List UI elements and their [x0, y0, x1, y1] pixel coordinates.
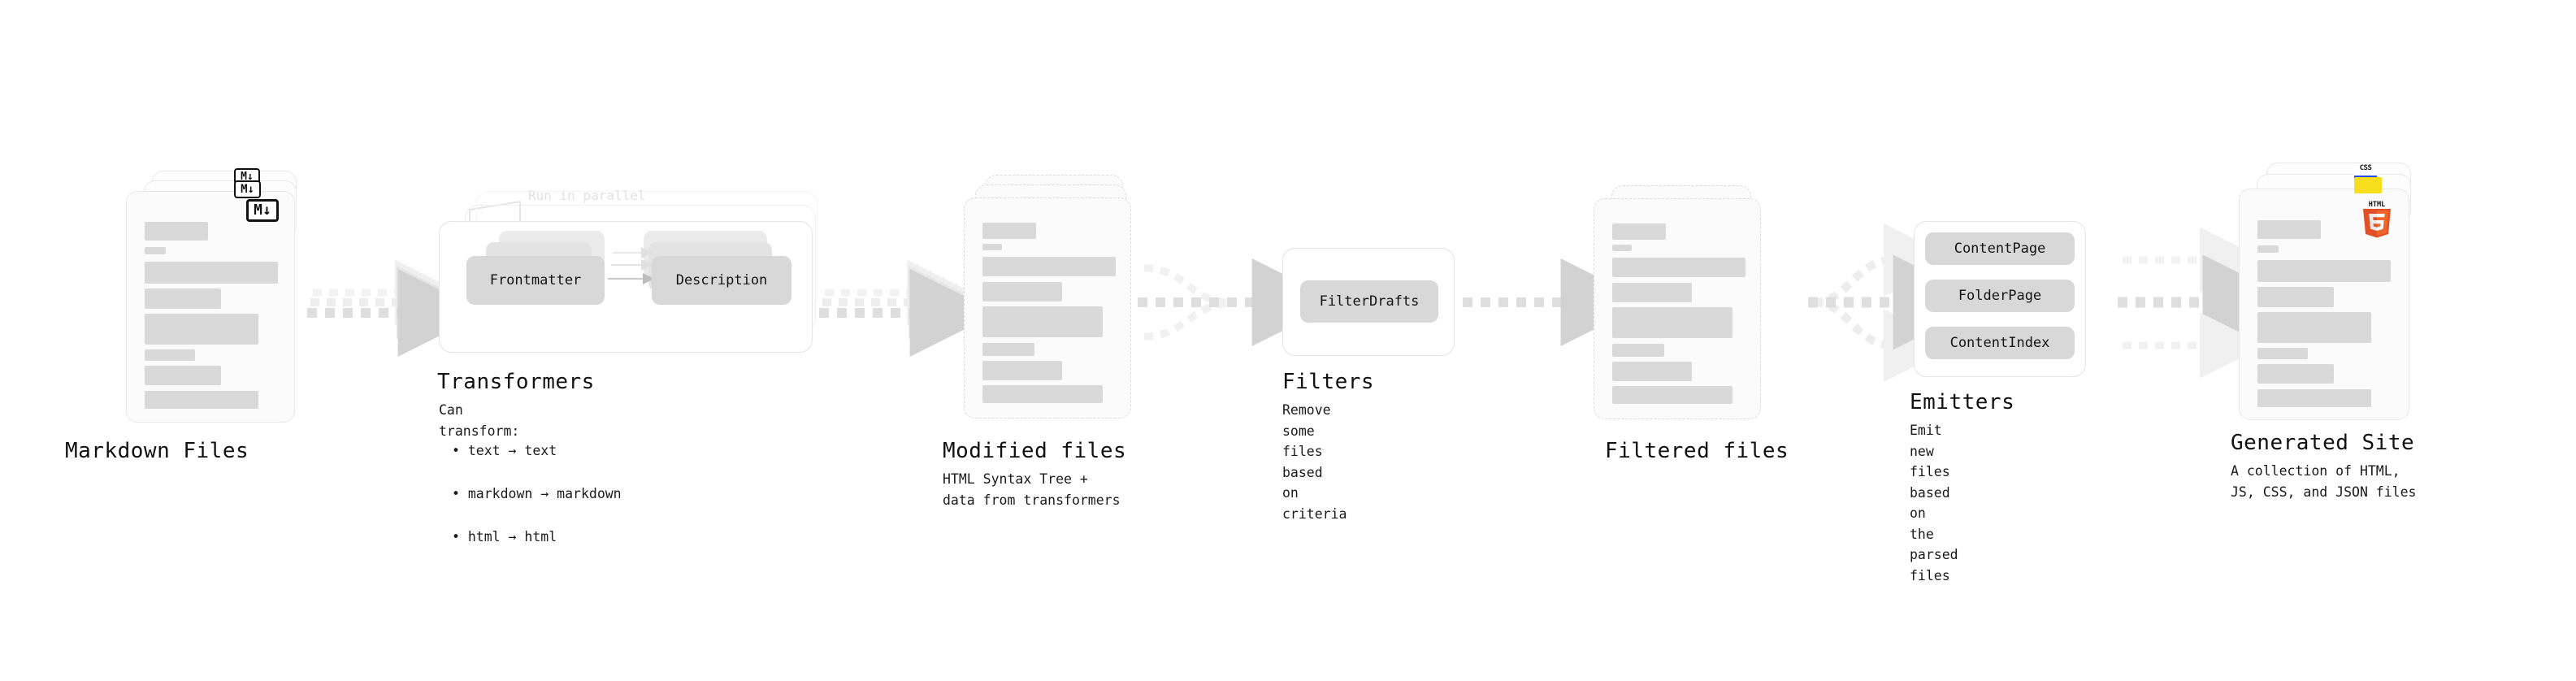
arrow-transformers-to-modified — [819, 259, 998, 357]
filters-subtitle: Remove some files based on criteria — [1282, 402, 1347, 522]
modified-file-stack — [959, 175, 1146, 419]
bullet-text: markdown → markdown — [467, 486, 622, 502]
doc-bar — [1612, 258, 1746, 277]
doc-bar — [145, 222, 208, 241]
modified-files-title: Modified files — [943, 439, 1127, 463]
doc-bar — [1612, 283, 1692, 302]
modified-doc-front — [964, 197, 1131, 419]
doc-bar — [145, 391, 258, 409]
filtered-file-stack — [1589, 185, 1776, 421]
doc-bar — [2257, 312, 2371, 343]
run-in-parallel-label: Run in parallel — [528, 188, 646, 203]
arrow-markdown-to-transformers — [307, 259, 486, 357]
doc-bar — [982, 385, 1103, 403]
arrow-emitters-to-site — [2118, 227, 2298, 379]
doc-bar — [1612, 344, 1664, 357]
stage-modified-files: Modified files HTML Syntax Tree + data f… — [943, 175, 1146, 508]
doc-bar — [2257, 260, 2391, 282]
doc-bar — [145, 349, 195, 361]
stage-markdown-files: M↓ M↓ M↓ Markdown Files — [65, 168, 313, 463]
transformer-inner-arrows — [608, 247, 654, 284]
transformers-bullets: • text → text • markdown → markdown • ht… — [452, 419, 622, 570]
emitters-title: Emitters — [1910, 390, 2015, 414]
emitter-node-contentindex[interactable]: ContentIndex — [1925, 327, 2075, 359]
transformers-subtitle: Can transform: — [439, 402, 520, 439]
doc-bar — [1612, 362, 1692, 381]
filtered-doc-front — [1594, 198, 1761, 419]
generated-site-subtitle: A collection of HTML, JS, CSS, and JSON … — [2231, 463, 2417, 500]
transformer-node-frontmatter[interactable]: Frontmatter — [466, 256, 605, 305]
doc-bar — [982, 343, 1034, 356]
doc-bar — [145, 314, 258, 345]
filtered-files-title: Filtered files — [1605, 439, 1789, 463]
markdown-icon: M↓ — [246, 199, 279, 222]
generated-file-stack: CSS HTML — [2239, 163, 2434, 423]
bullet-text: text → text — [467, 443, 557, 459]
markdown-doc-front — [126, 191, 295, 423]
filters-title: Filters — [1282, 370, 1375, 394]
doc-bar — [982, 306, 1103, 337]
emitter-node-folderpage[interactable]: FolderPage — [1925, 280, 2075, 312]
svg-text:HTML: HTML — [2369, 201, 2385, 209]
markdown-files-title: Markdown Files — [65, 439, 249, 463]
doc-bar — [1612, 245, 1632, 251]
doc-bar — [1612, 307, 1733, 338]
javascript-icon — [2354, 177, 2382, 193]
doc-bar — [145, 262, 278, 284]
doc-bar — [145, 366, 221, 385]
html5-icon: HTML — [2359, 198, 2395, 239]
markdown-file-stack: M↓ M↓ M↓ — [126, 168, 313, 423]
emitter-node-contentpage[interactable]: ContentPage — [1925, 232, 2075, 265]
doc-bar — [982, 223, 1036, 239]
doc-bar — [982, 257, 1116, 276]
doc-bar — [2257, 245, 2279, 253]
doc-bar — [2257, 220, 2321, 239]
stage-generated-site: CSS HTML Generated Site A collection of … — [2231, 163, 2434, 500]
bullet-item: • html → html — [452, 528, 557, 544]
arrow-filtered-to-emitters — [1808, 223, 1988, 382]
arrow-modified-to-filters — [1138, 258, 1340, 346]
doc-bar — [1612, 386, 1733, 404]
doc-bar — [982, 361, 1062, 380]
modified-files-subtitle: HTML Syntax Tree + data from transformer… — [943, 471, 1121, 508]
generated-site-title: Generated Site — [2231, 431, 2415, 455]
markdown-icon: M↓ — [234, 180, 261, 198]
filter-node-filterdrafts[interactable]: FilterDrafts — [1300, 280, 1438, 323]
doc-bar — [982, 282, 1062, 301]
bullet-item: • text → text — [452, 443, 557, 459]
stage-filtered-files: Filtered files — [1589, 185, 1789, 463]
bullet-text: html → html — [467, 528, 557, 544]
doc-bar — [2257, 348, 2308, 359]
doc-bar — [145, 288, 221, 309]
bullet-item: • markdown → markdown — [452, 486, 622, 502]
transformer-node-description[interactable]: Description — [652, 256, 791, 305]
doc-bar — [2257, 287, 2334, 307]
doc-bar — [982, 244, 1002, 250]
doc-bar — [2257, 364, 2334, 384]
doc-bar — [145, 247, 166, 254]
transformers-title: Transformers — [437, 370, 595, 394]
doc-bar — [2257, 389, 2371, 407]
emitters-subtitle: Emit new files based on the parsed files — [1910, 423, 1958, 583]
doc-bar — [1612, 223, 1666, 240]
